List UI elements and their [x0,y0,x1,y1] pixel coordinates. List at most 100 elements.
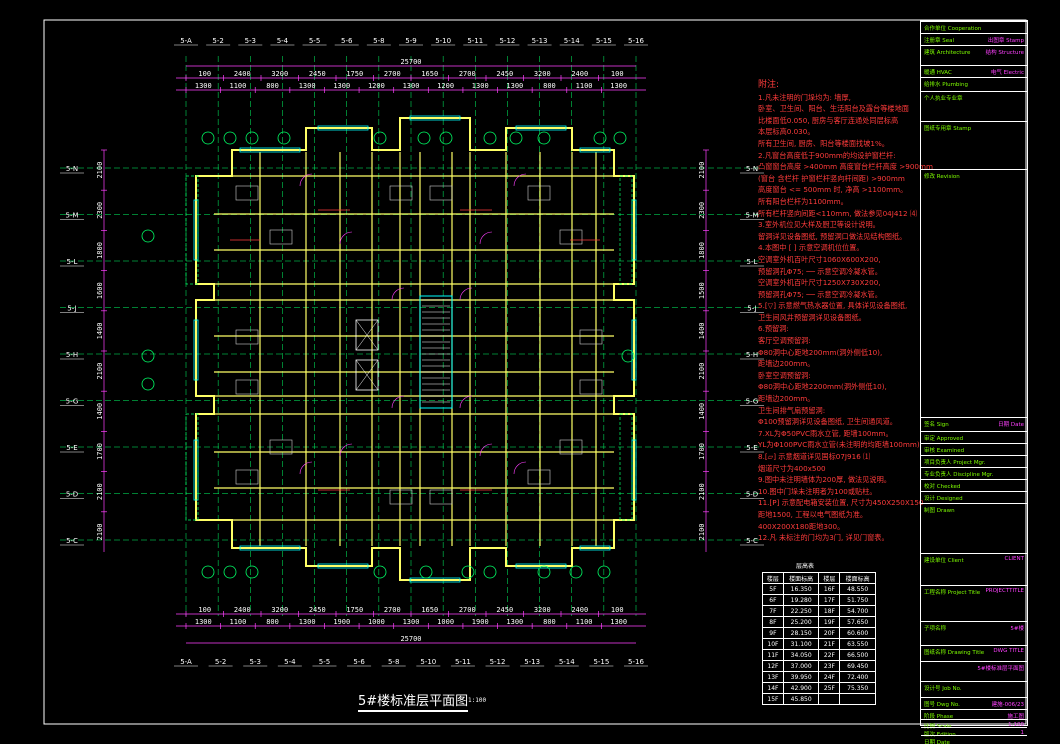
axis-label-left: 5-E [66,444,77,452]
detail-callout-circle [417,131,431,145]
axis-label-top: 5-A [180,37,192,45]
furniture [527,185,551,201]
table-cell: 8F [762,616,784,628]
axis-label-bottom: 5-14 [559,658,575,666]
title-block-row: 注册章 Seal 出图章 Stamp [921,33,1027,44]
note-line: 比楼面低0.050, 厨房与客厅连通处同层标高 [758,115,899,125]
dimension-text: 2300 [698,202,706,219]
window [239,545,301,551]
axis-label-left: 5-C [66,537,78,545]
axis-label-left: 5-M [65,212,78,220]
dimension-text: 1300 [403,82,420,90]
dimension-text: 2700 [384,606,401,614]
axis-label-bottom: 5-6 [353,658,365,666]
title-block-value: 出图章 Stamp [987,38,1024,44]
note-line: 距墙边200mm。 [758,359,815,369]
window [579,147,611,153]
table-cell: 15F [762,693,784,705]
note-line: 1.凡未注明的门垛均为: 墙厚, [758,92,851,102]
note-line: 5.[▽] 示意燃气热水器位置, 具体详见设备图纸, [758,301,908,311]
axis-label-top: 5-16 [628,37,644,45]
detail-callout-circle [223,565,237,579]
dimension-text: 1600 [96,282,104,299]
title-block-label: 子项名称 [924,626,947,632]
dimension-text: 1000 [437,618,454,626]
axis-label-left: 5-L [67,258,78,266]
table-cell: 69.450 [839,660,876,672]
title-block-value: 日期 Date [998,422,1024,428]
title-block-label: 比例 Scale [924,724,952,730]
furniture [527,469,551,485]
dimension-text: 2450 [309,70,326,78]
note-line: 距地1500, 工程以电气图纸为准。 [758,509,868,519]
title-block-value: 结构 Structure [985,50,1024,56]
note-line: 4.本图中 [ ] 示意空调机位位置。 [758,243,864,253]
title-block-value: 5#楼标准层平面图 [977,666,1024,672]
table-cell: 11F [762,649,784,661]
title-block-row: 审定 Approved [921,431,1027,442]
note-line: 卫生间风井预留洞详见设备图纸。 [758,312,866,322]
axis-label-top: 5-9 [405,37,416,45]
furniture [429,489,453,505]
title-block-label: 建设单位 Client [924,558,964,564]
title-block-row: 设计号 Job No. [921,681,1027,692]
title-block-row: 审核 Examined [921,443,1027,454]
dimension-text: 1700 [698,443,706,460]
dimension-text: 1200 [437,82,454,90]
detail-callout-circle [483,131,497,145]
title-block-label: 日期 Date [924,740,950,744]
table-cell: 13F [762,671,784,683]
axis-label-top: 5-15 [596,37,612,45]
note-line: 3.室外机位见大样及厨卫等设计说明。 [758,220,880,230]
axis-label-top: 5-13 [532,37,548,45]
title-block-row: 合作单位 Cooperation [921,21,1027,32]
dimension-text: 1300 [506,82,523,90]
axis-label-right: 5-J [747,305,756,313]
dimension-text: 1300 [472,82,489,90]
title-block-value: 建施-006/23 [991,702,1024,708]
title-block-label: 校对 Checked [924,484,961,490]
title-block-value: 1:100 [1008,722,1024,728]
door-swing [339,231,353,245]
table-cell: 28.150 [782,627,820,639]
dimension-text: 2700 [459,70,476,78]
table-cell: 12F [762,660,784,672]
dimension-text: 2100 [96,363,104,380]
door-swing [513,173,527,187]
table-cell: 20F [818,627,841,639]
title-block-label: 制图 Drawn [924,508,955,514]
table-cell: 9F [762,627,784,639]
axis-label-bottom: 5-13 [524,658,540,666]
title-block-value: DWG TITLE [993,648,1024,654]
building-outline [195,117,635,581]
table-cell: 42.900 [782,682,820,694]
dimension-text: 800 [543,82,556,90]
dimension-text: 3200 [271,606,288,614]
furniture [429,185,453,201]
dimension-text: 1400 [96,403,104,420]
balcony-outline [185,175,199,285]
furniture [235,379,259,395]
table-cell: 10F [762,638,784,650]
title-block-row: 项目负责人 Project Mgr. [921,455,1027,466]
elevation-header-cell: 楼层 [818,572,841,584]
dimension-text: 2400 [571,606,588,614]
elevator-shaft [355,319,379,351]
dimension-text: 2400 [234,606,251,614]
elevation-header-cell: 楼层 [762,572,784,584]
title-block-label: 版次 Edition [924,732,956,738]
dimension-text: 100 [198,70,211,78]
balcony-outline [185,413,199,521]
dimension-text: 3200 [534,606,551,614]
door-swing [391,287,405,301]
door-swing [339,443,353,457]
title-block-label: 注册章 Seal [924,38,955,44]
table-cell: 25F [818,682,841,694]
furniture [559,229,583,245]
title-block-label: 合作单位 Cooperation [924,26,982,32]
axis-label-bottom: 5-4 [284,658,296,666]
